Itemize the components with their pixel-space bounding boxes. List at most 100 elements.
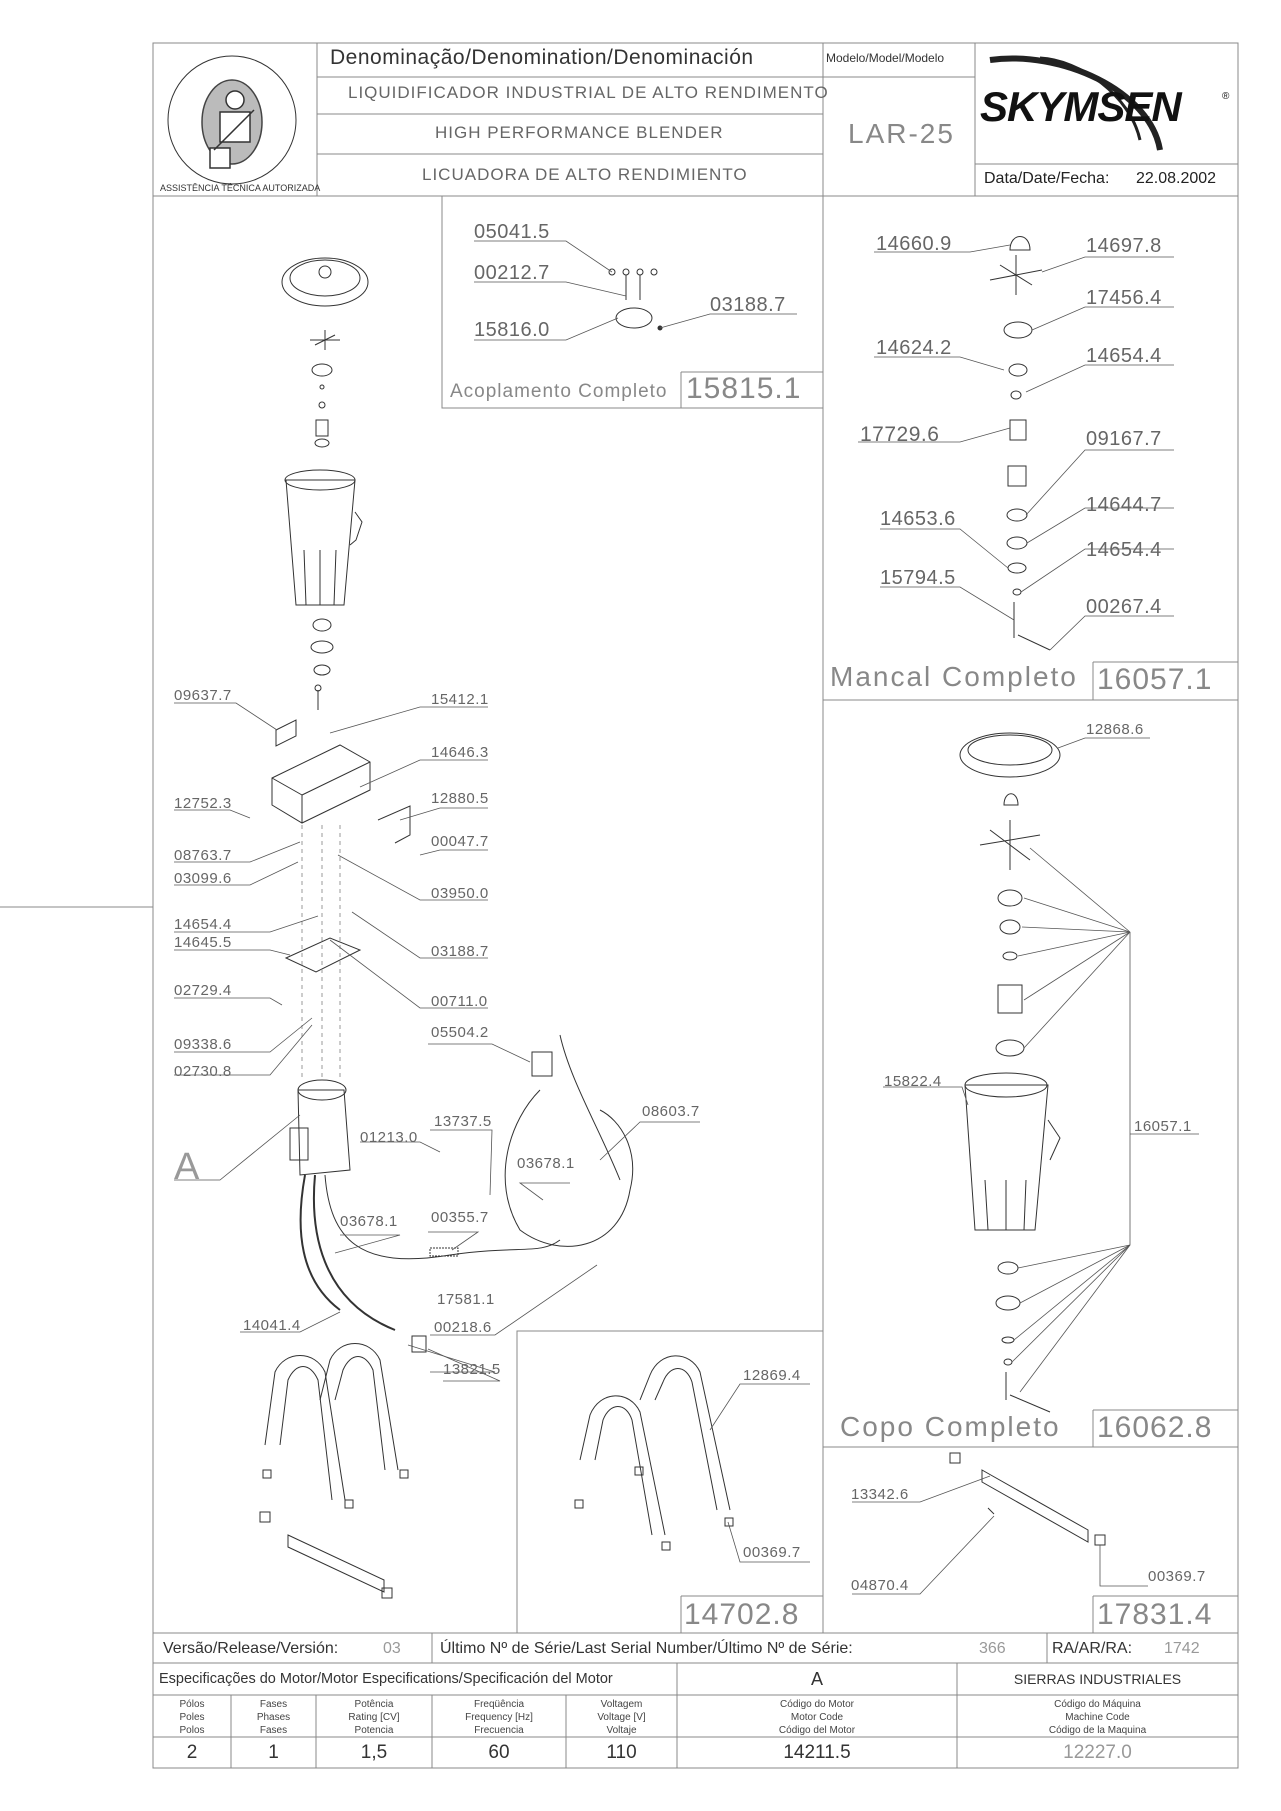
part-label: 09637.7 bbox=[174, 687, 232, 704]
part-label: 12869.4 bbox=[743, 1367, 801, 1384]
part-label: 14041.4 bbox=[243, 1317, 301, 1334]
part-label: 03188.7 bbox=[431, 943, 489, 960]
frequency-value: 60 bbox=[488, 1742, 510, 1763]
part-label: 02730.8 bbox=[174, 1063, 232, 1080]
ra-value: 1742 bbox=[1164, 1640, 1200, 1657]
part-label: 01213.0 bbox=[360, 1129, 418, 1146]
part-label: 03188.7 bbox=[710, 294, 786, 316]
part-label: 00711.0 bbox=[431, 993, 488, 1010]
part-label: 14660.9 bbox=[876, 233, 952, 255]
model-number: LAR-25 bbox=[848, 118, 955, 149]
part-label: 03950.0 bbox=[431, 885, 489, 902]
name-es: LICUADORA DE ALTO RENDIMIENTO bbox=[422, 165, 748, 184]
part-label: 09338.6 bbox=[174, 1036, 232, 1053]
part-label: 15412.1 bbox=[431, 691, 489, 708]
part-label: 02729.4 bbox=[174, 982, 232, 999]
part-label: 15822.4 bbox=[884, 1073, 942, 1090]
serial-label: Último Nº de Série/Last Serial Number/Úl… bbox=[440, 1640, 853, 1657]
seal-text: ASSISTÊNCIA TÉCNICA AUTORIZADA bbox=[160, 183, 321, 193]
part-label: 16057.1 bbox=[1134, 1118, 1192, 1135]
part-label: 00212.7 bbox=[474, 262, 550, 284]
voltage-label: Voltagem Voltage [V] Voltaje bbox=[597, 1699, 646, 1736]
frequency-label: Freqüência Frequency [Hz] Frecuencia bbox=[465, 1699, 533, 1736]
motor-code-label: Código do Motor Motor Code Código del Mo… bbox=[778, 1699, 856, 1736]
poles-label: Pólos Poles Polos bbox=[179, 1699, 205, 1736]
part-label: 12868.6 bbox=[1086, 721, 1144, 738]
part-label: 00047.7 bbox=[431, 833, 489, 850]
part-label: 17581.1 bbox=[437, 1291, 495, 1308]
machine-code-value: 12227.0 bbox=[1063, 1742, 1132, 1763]
part-label: 05504.2 bbox=[431, 1024, 489, 1041]
cup-complete-drawing bbox=[959, 732, 1131, 1413]
bearing-title: Mancal Completo bbox=[830, 661, 1078, 692]
part-label: 05041.5 bbox=[474, 221, 550, 243]
brand-registered-mark: ® bbox=[1222, 91, 1230, 102]
part-label: 14697.8 bbox=[1086, 235, 1162, 257]
stand-code: 14702.8 bbox=[684, 1598, 800, 1631]
name-pt: LIQUIDIFICADOR INDUSTRIAL DE ALTO RENDIM… bbox=[348, 83, 829, 102]
part-label: 17456.4 bbox=[1086, 287, 1162, 309]
part-label: 08603.7 bbox=[642, 1103, 700, 1120]
part-label: 17729.6 bbox=[860, 423, 940, 446]
part-label: 12752.3 bbox=[174, 795, 232, 812]
name-en: HIGH PERFORMANCE BLENDER bbox=[435, 123, 724, 142]
part-label: 12880.5 bbox=[431, 790, 489, 807]
part-label: 00369.7 bbox=[743, 1544, 801, 1561]
part-label: 14654.4 bbox=[174, 916, 232, 933]
part-label: 00267.4 bbox=[1086, 596, 1162, 618]
machine-code-label: Código do Máquina Machine Code Código de… bbox=[1048, 1699, 1147, 1736]
model-header: Modelo/Model/Modelo bbox=[826, 51, 945, 65]
part-label: 09167.7 bbox=[1086, 428, 1162, 450]
cup-title: Copo Completo bbox=[840, 1411, 1061, 1442]
coupling-drawing bbox=[608, 268, 663, 331]
seal-logo bbox=[167, 55, 297, 185]
rating-label: Potência Rating [CV] Potencia bbox=[348, 1699, 400, 1736]
brand-logo: SKYMSEN bbox=[980, 83, 1182, 130]
voltage-value: 110 bbox=[606, 1742, 637, 1763]
coupling-code: 15815.1 bbox=[686, 372, 802, 405]
phases-label: Fases Phases Fases bbox=[256, 1699, 291, 1736]
part-label: 03099.6 bbox=[174, 870, 232, 887]
brand-swoosh bbox=[989, 55, 1163, 151]
part-label: 14653.6 bbox=[880, 508, 956, 530]
part-label: 00218.6 bbox=[434, 1319, 492, 1336]
stand-drawing bbox=[574, 1355, 734, 1551]
part-label: 13342.6 bbox=[851, 1486, 909, 1503]
date-label: Data/Date/Fecha: bbox=[984, 170, 1110, 187]
part-label: 00369.7 bbox=[1148, 1568, 1206, 1585]
base-bar-code: 17831.4 bbox=[1097, 1598, 1213, 1631]
part-label: 03678.1 bbox=[340, 1213, 398, 1230]
motor-callout-letter: A bbox=[174, 1146, 200, 1188]
phases-value: 1 bbox=[268, 1742, 279, 1763]
part-label: 15794.5 bbox=[880, 567, 956, 589]
part-label: 14624.2 bbox=[876, 337, 952, 359]
rating-value: 1,5 bbox=[360, 1742, 388, 1763]
cup-code: 16062.8 bbox=[1097, 1411, 1213, 1444]
part-label: 14644.7 bbox=[1086, 494, 1162, 516]
base-bar-drawing bbox=[949, 1452, 1106, 1546]
part-label: 15816.0 bbox=[474, 319, 550, 341]
leader-lines bbox=[174, 240, 1199, 1595]
part-label: 14645.5 bbox=[174, 934, 232, 951]
part-label: 00355.7 bbox=[431, 1209, 489, 1226]
part-label: 03678.1 bbox=[517, 1155, 575, 1172]
part-label: 14646.3 bbox=[431, 744, 489, 761]
part-label: 08763.7 bbox=[174, 847, 232, 864]
version-value: 03 bbox=[383, 1640, 401, 1657]
date-value: 22.08.2002 bbox=[1136, 170, 1217, 187]
serial-value: 366 bbox=[979, 1640, 1006, 1657]
part-label: 04870.4 bbox=[851, 1577, 909, 1594]
motor-spec-header: Especificações do Motor/Motor Especifica… bbox=[159, 1671, 613, 1687]
version-label: Versão/Release/Versión: bbox=[163, 1640, 339, 1657]
part-label: 13737.5 bbox=[434, 1113, 492, 1130]
poles-value: 2 bbox=[186, 1742, 198, 1763]
part-label: 14654.4 bbox=[1086, 539, 1162, 561]
part-label: 14654.4 bbox=[1086, 345, 1162, 367]
motor-letter: A bbox=[810, 1669, 823, 1689]
ra-label: RA/AR/RA: bbox=[1052, 1640, 1133, 1657]
denomination-header: Denominação/Denomination/Denominación bbox=[330, 46, 754, 69]
main-exploded-view bbox=[259, 257, 634, 1599]
bearing-code: 16057.1 bbox=[1097, 663, 1213, 696]
